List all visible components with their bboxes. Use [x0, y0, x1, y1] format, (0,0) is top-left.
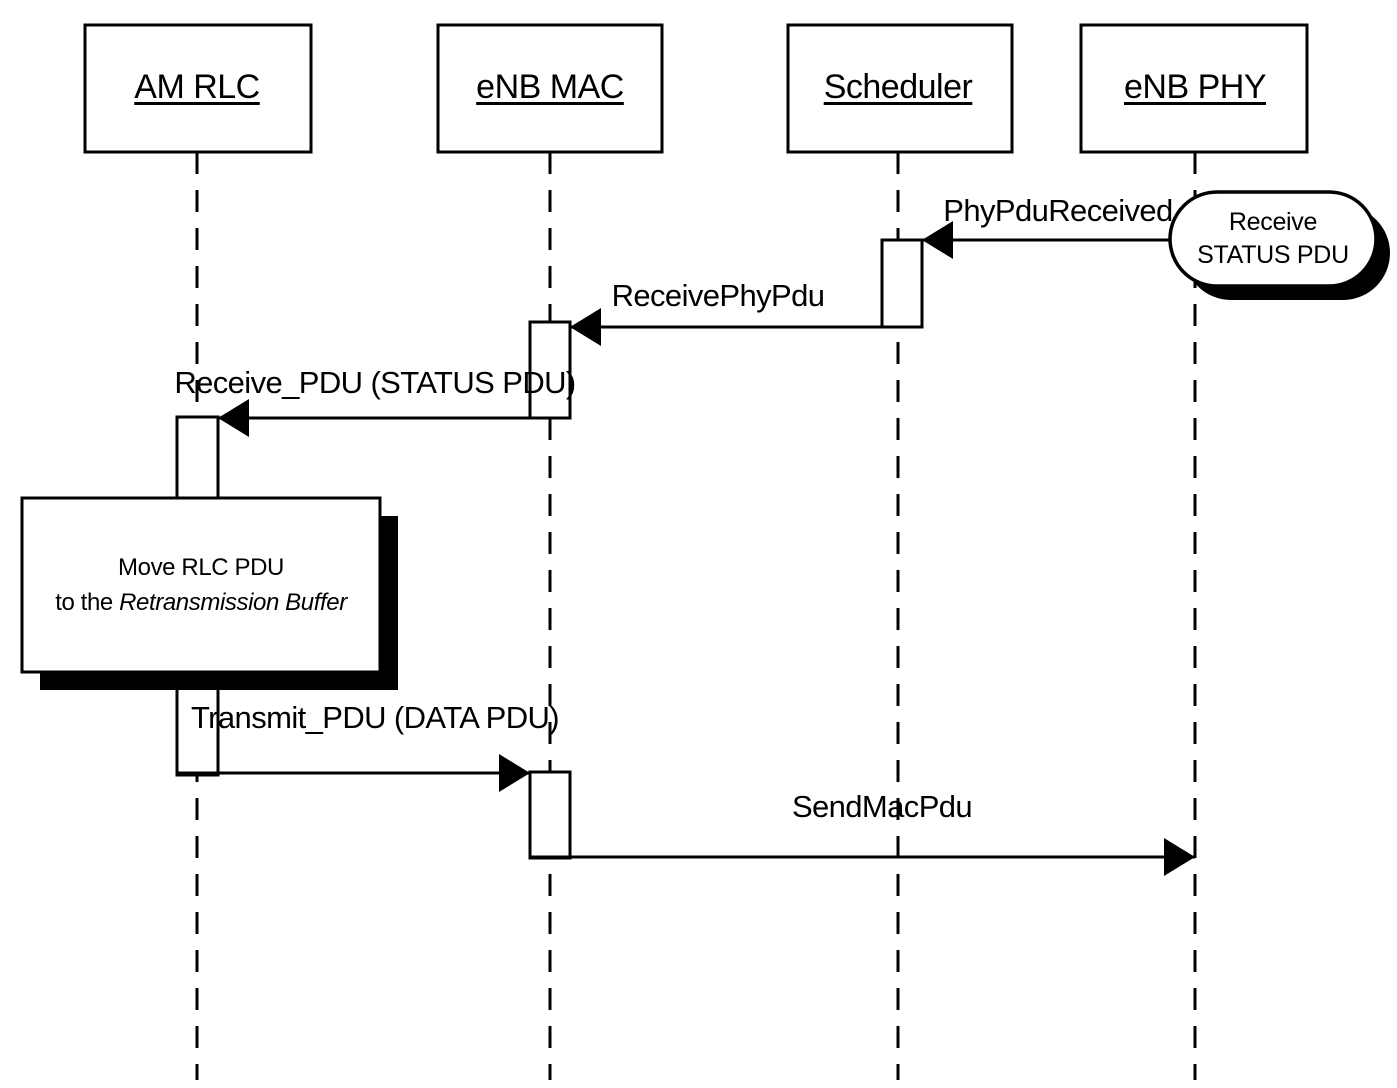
arrow-head-receive-pdu-status: [218, 399, 249, 437]
lifeline-box-am-rlc: [83, 23, 313, 154]
message-receive-phy-pdu: [570, 308, 922, 346]
note-receive-status-pdu: [1168, 190, 1390, 300]
note-text-line-2: to the Retransmission Buffer: [55, 589, 347, 617]
note-text-line-2-prefix: to the: [55, 589, 120, 616]
message-receive-pdu-status: [218, 399, 570, 437]
lifeline-label-am-rlc: AM RLC: [134, 68, 260, 106]
message-phy-pdu-received: [922, 221, 1170, 259]
note-text-line-1: Move RLC PDU: [118, 554, 284, 581]
lifeline-label-enb-phy: eNB PHY: [1124, 68, 1267, 106]
message-label-phy-pdu-received: PhyPduReceived: [943, 193, 1173, 228]
lifeline-label-enb-mac: eNB MAC: [476, 68, 624, 106]
lifeline-box-enb-mac: [436, 23, 664, 154]
arrow-head-receive-phy-pdu: [570, 308, 601, 346]
note-box-retransmission: [20, 496, 382, 674]
arrow-head-send-mac-pdu: [1164, 838, 1195, 876]
note-text-line-2-emphasis: Retransmission Buffer: [119, 589, 347, 616]
message-label-receive-phy-pdu: ReceivePhyPdu: [611, 278, 825, 313]
note-box-receive-status-pdu: [1168, 190, 1378, 288]
lifeline-header-boxes: [83, 23, 1309, 154]
message-label-transmit-pdu-data: Transmit_PDU (DATA PDU): [191, 700, 560, 735]
message-label-send-mac-pdu: SendMacPdu: [791, 789, 973, 824]
lifeline-box-scheduler: [786, 23, 1014, 154]
note-retransmission: [20, 496, 398, 690]
message-send-mac-pdu: [530, 838, 1195, 876]
rounded-note-text-line-1: Receive: [1228, 208, 1318, 236]
lifeline-box-enb-phy: [1079, 23, 1309, 154]
activation-bar-scheduler: [880, 238, 924, 329]
message-transmit-pdu-data: [177, 754, 530, 792]
lifeline-label-scheduler: Scheduler: [823, 68, 973, 106]
arrow-head-phy-pdu-received: [922, 221, 953, 259]
message-label-receive-pdu-status: Receive_PDU (STATUS PDU): [174, 365, 576, 400]
activation-bar-enb-mac-lower: [528, 770, 572, 860]
arrow-head-transmit-pdu-data: [499, 754, 530, 792]
rounded-note-text-line-2: STATUS PDU: [1197, 241, 1349, 269]
